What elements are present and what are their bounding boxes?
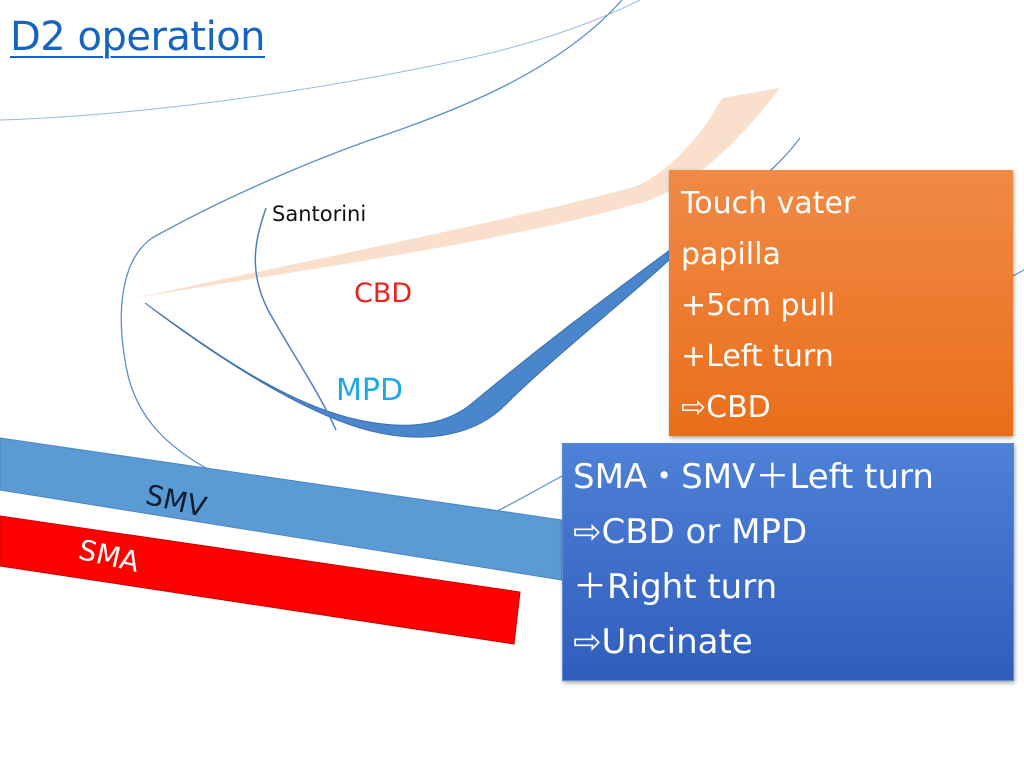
right-edge-outline xyxy=(1012,269,1024,277)
blue-box-line: ⇨Uncinate xyxy=(573,622,753,662)
label-santorini: Santorini xyxy=(272,202,367,226)
cbd-duct xyxy=(135,88,780,298)
label-mpd: MPD xyxy=(336,373,404,408)
sma-vessel xyxy=(0,515,521,645)
blue-box-line: ⇨CBD or MPD xyxy=(573,512,808,552)
mpd-duct xyxy=(144,137,801,438)
pancreas-outline xyxy=(120,0,623,486)
slide-title: D2 operation xyxy=(10,14,266,60)
label-cbd: CBD xyxy=(354,278,413,309)
orange-box-line: Touch vater xyxy=(681,186,856,221)
blue-box-line: ＋Right turn xyxy=(573,567,778,607)
blue-box-line: SMA・SMV＋Left turn xyxy=(573,457,934,497)
blue-instruction-box: SMA・SMV＋Left turn ⇨CBD or MPD ＋Right tur… xyxy=(562,443,1014,681)
santorini-duct xyxy=(254,207,337,431)
orange-box-line: papilla xyxy=(681,237,781,272)
orange-box-line: ⇨CBD xyxy=(681,390,771,425)
duodenum-outline xyxy=(0,0,641,121)
orange-box-line: +5cm pull xyxy=(681,288,836,323)
orange-box-line: +Left turn xyxy=(681,339,834,374)
orange-instruction-box: Touch vater papilla +5cm pull +Left turn… xyxy=(669,170,1013,436)
